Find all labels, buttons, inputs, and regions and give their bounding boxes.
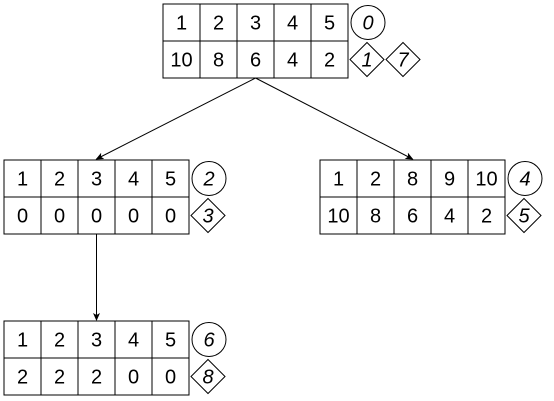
cell-bottom: [114, 196, 153, 235]
cell-value: 10: [170, 50, 192, 72]
circle-marker: [507, 161, 543, 196]
cell-value: 3: [91, 169, 102, 191]
cell-bottom: [319, 196, 358, 235]
cell-value: 6: [407, 206, 418, 228]
node-root: 1 2 3 4 5 10 8 6 4 2 0 1 7: [162, 3, 421, 79]
circle-label: 0: [362, 13, 373, 35]
diamond-marker: [190, 358, 226, 395]
cell-value: 4: [444, 206, 455, 228]
edge-root-to-right: [255, 77, 414, 160]
cell-value: 6: [250, 50, 261, 72]
cell-value: 0: [165, 206, 176, 228]
cell-value: 1: [17, 330, 28, 352]
cell-value: 2: [17, 367, 28, 389]
cell-top: [430, 159, 469, 198]
cell-value: 1: [176, 13, 187, 35]
diamond-label: 5: [518, 206, 530, 228]
cell-top: [319, 159, 358, 198]
circle-label: 2: [202, 169, 214, 191]
cell-bottom: [162, 40, 201, 79]
circle-marker: [350, 5, 386, 40]
cell-bottom: [3, 196, 42, 235]
cell-value: 10: [475, 169, 497, 191]
cell-value: 4: [128, 169, 139, 191]
circle-label: 4: [519, 169, 530, 191]
edge-root-to-left: [95, 77, 256, 160]
cell-value: 2: [324, 50, 335, 72]
cell-value: 0: [91, 206, 102, 228]
cell-bottom: [273, 40, 312, 79]
cell-top: [40, 159, 79, 198]
diamond-label: 1: [361, 50, 372, 72]
diamond-marker: [190, 197, 226, 234]
cell-top: [151, 159, 190, 198]
node-left: 1 2 3 4 5 0 0 0 0 0 2 3: [3, 159, 227, 235]
cell-bottom: [467, 196, 506, 235]
diamond-marker: [385, 41, 421, 78]
cell-bottom: [356, 196, 395, 235]
cell-value: 2: [91, 367, 102, 389]
cell-value: 1: [17, 169, 28, 191]
cell-value: 8: [213, 50, 224, 72]
cell-value: 4: [128, 330, 139, 352]
cell-bottom: [310, 40, 349, 79]
diamond-label: 8: [202, 367, 213, 389]
cell-value: 5: [165, 169, 176, 191]
cell-value: 2: [481, 206, 492, 228]
cell-value: 5: [324, 13, 335, 35]
cell-top: [40, 320, 79, 359]
cell-value: 10: [327, 206, 349, 228]
cell-top: [356, 159, 395, 198]
cell-top: [3, 320, 42, 359]
cell-value: 0: [165, 367, 176, 389]
diamond-label: 7: [397, 50, 409, 72]
cell-value: 2: [213, 13, 224, 35]
cell-bottom: [236, 40, 275, 79]
cell-value: 2: [54, 367, 65, 389]
cell-value: 4: [287, 50, 298, 72]
circle-label: 6: [203, 330, 215, 352]
cell-value: 4: [287, 13, 298, 35]
cell-value: 2: [54, 330, 65, 352]
cell-top: [77, 159, 116, 198]
cell-value: 0: [128, 206, 139, 228]
cell-value: 5: [165, 330, 176, 352]
cell-value: 0: [17, 206, 28, 228]
cell-value: 8: [370, 206, 381, 228]
diamond-marker: [506, 197, 542, 234]
cell-top: [199, 3, 238, 42]
cell-value: 0: [54, 206, 65, 228]
cell-bottom: [77, 196, 116, 235]
cell-bottom: [151, 357, 190, 396]
cell-value: 2: [370, 169, 381, 191]
cell-value: 2: [54, 169, 65, 191]
cell-top: [393, 159, 432, 198]
node-right: 1 2 8 9 10 10 8 6 4 2 4 5: [319, 159, 543, 235]
circle-marker: [191, 322, 227, 357]
cell-top: [236, 3, 275, 42]
cell-top: [162, 3, 201, 42]
circle-marker: [191, 161, 227, 196]
node-leftchild: 1 2 3 4 5 2 2 2 0 0 6 8: [3, 320, 227, 396]
cell-value: 9: [444, 169, 455, 191]
cell-bottom: [151, 196, 190, 235]
cell-top: [77, 320, 116, 359]
cell-value: 1: [333, 169, 344, 191]
cell-value: 8: [407, 169, 418, 191]
cell-value: 3: [91, 330, 102, 352]
diamond-label: 3: [202, 206, 213, 228]
cell-value: 3: [250, 13, 261, 35]
cell-top: [467, 159, 506, 198]
edges-layer: [93, 77, 414, 321]
cell-value: 0: [128, 367, 139, 389]
diamond-marker: [349, 41, 385, 78]
